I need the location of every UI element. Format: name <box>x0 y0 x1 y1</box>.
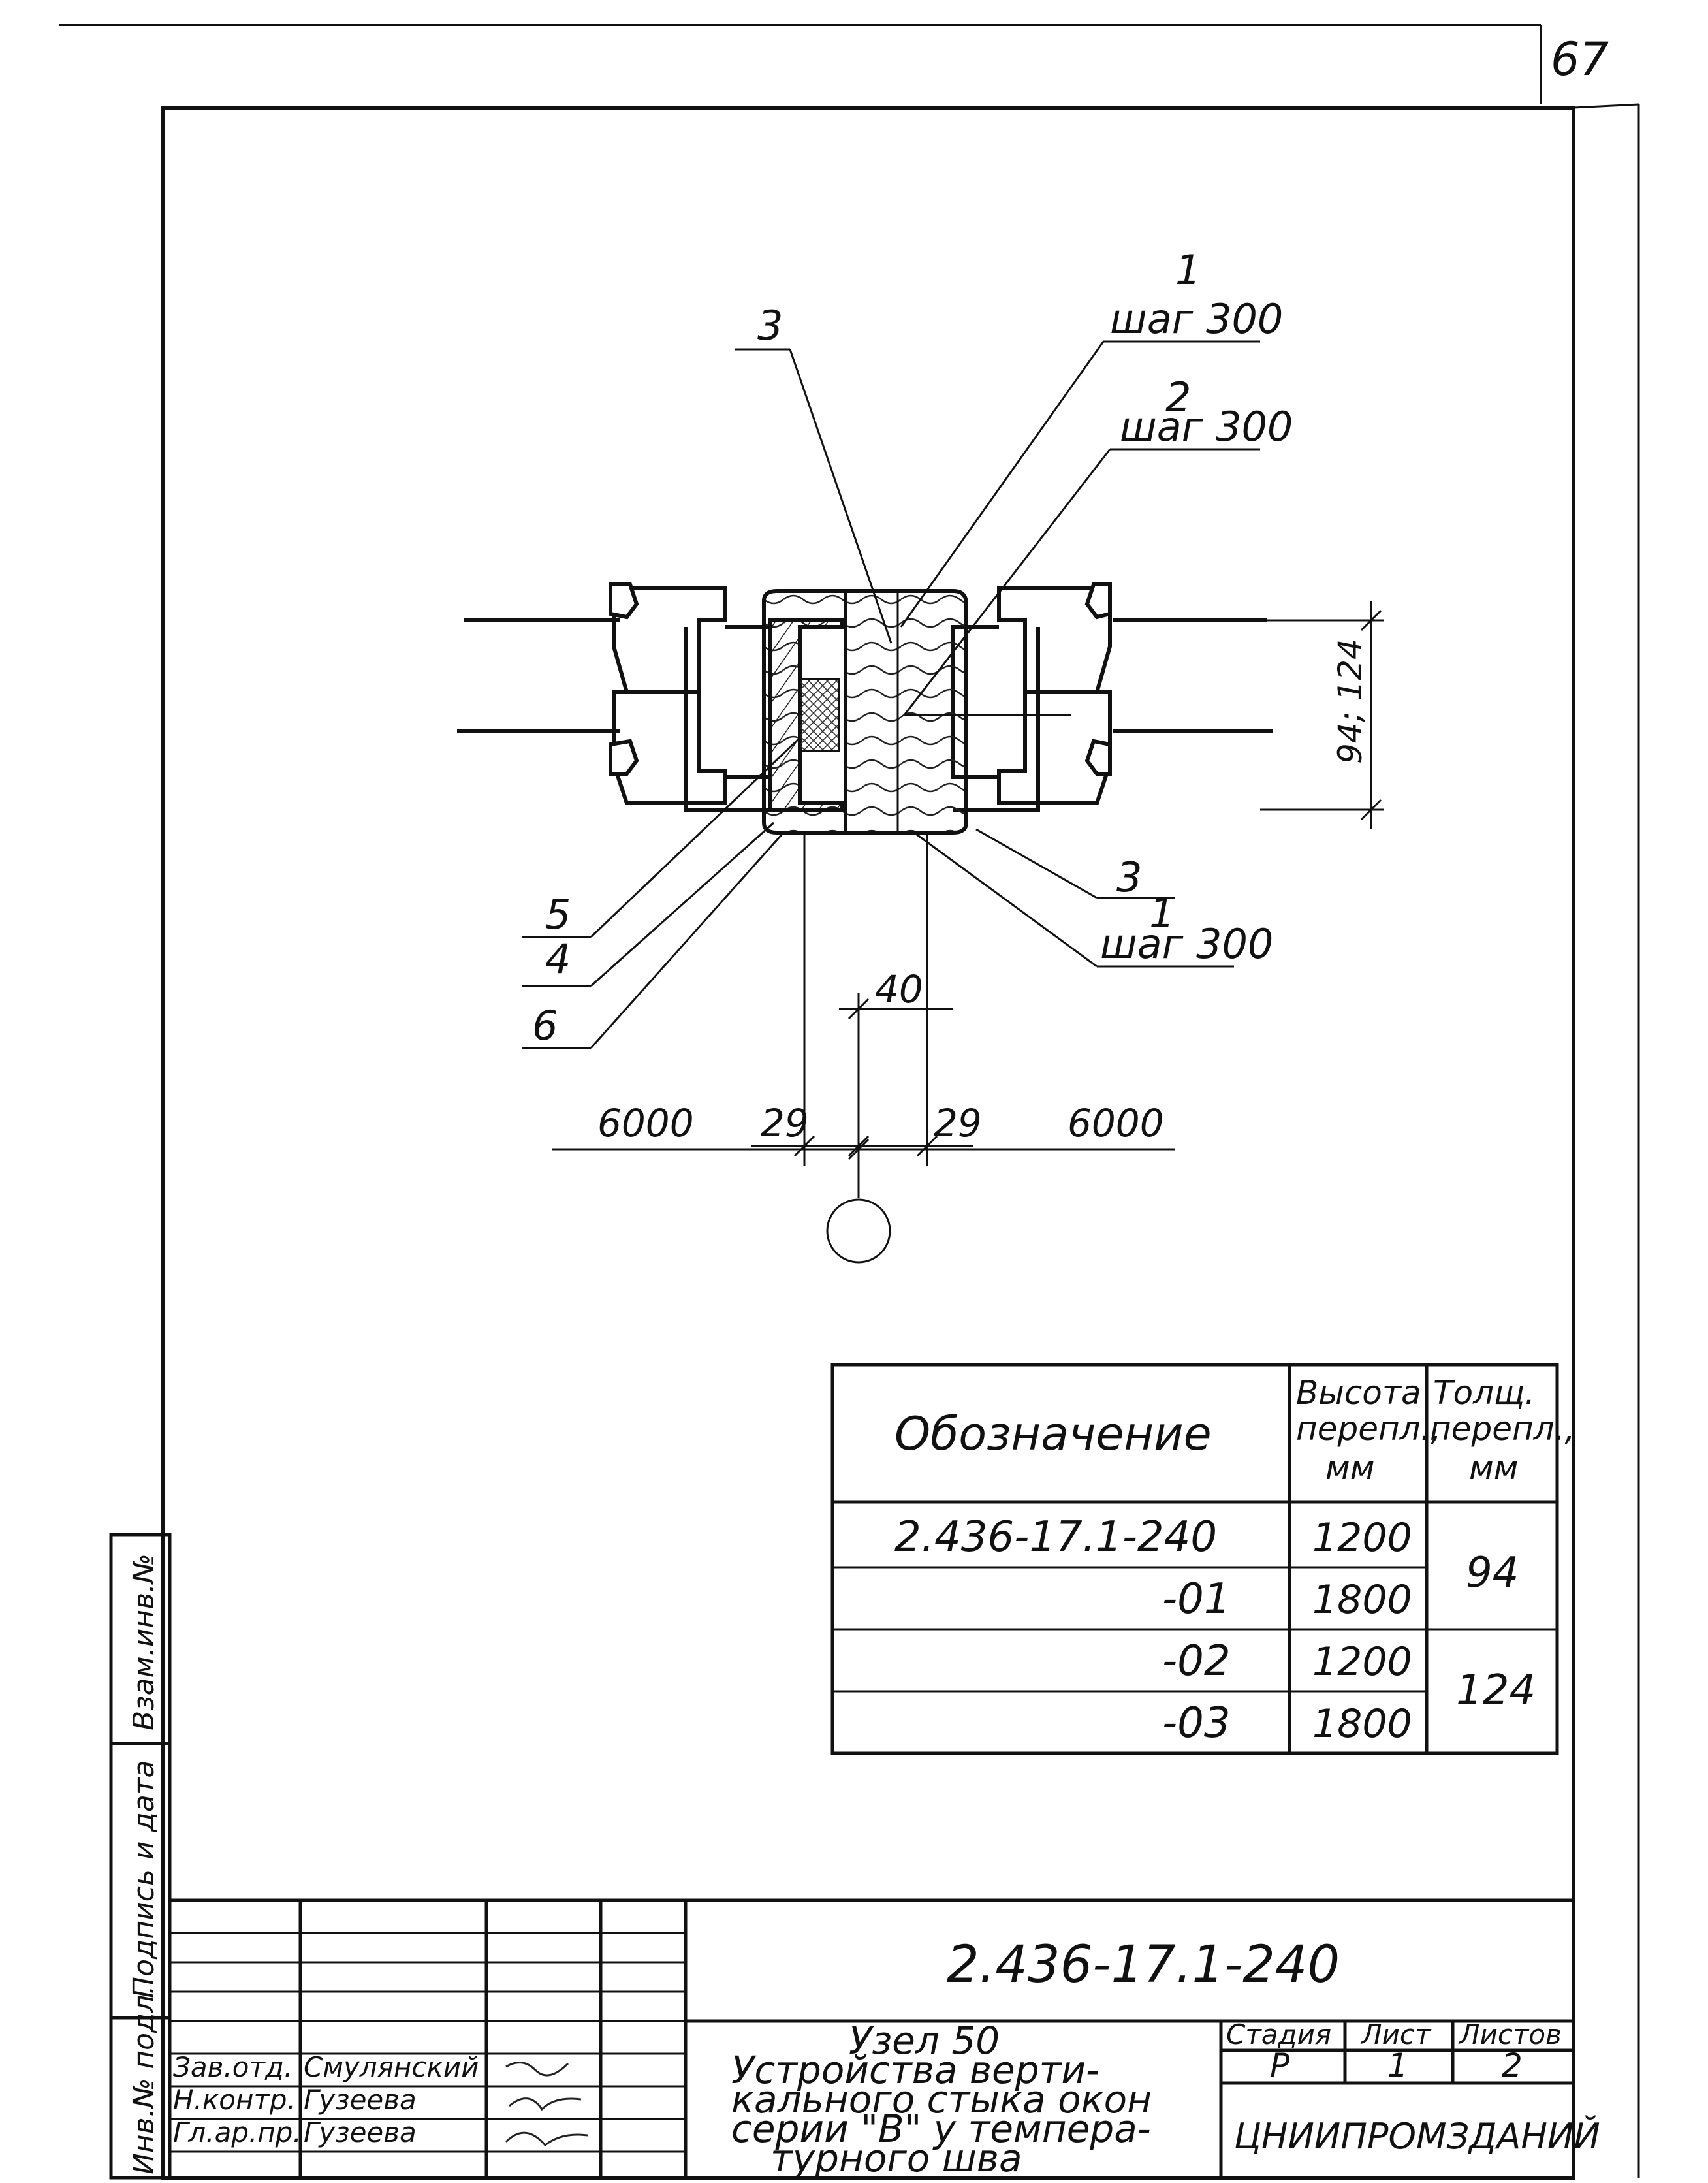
callout-2-step: шаг 300 <box>1120 403 1293 451</box>
table-header-thickness-1: Толщ. <box>1433 1374 1535 1412</box>
callout-1-bottom: 1 <box>1149 889 1175 937</box>
joint-section-drawing <box>457 340 1384 1264</box>
table-row-height: 1200 <box>1312 1515 1412 1561</box>
callout-labels: 1 шаг 300 2 шаг 300 3 3 1 шаг 300 5 4 6 <box>532 246 1293 1049</box>
drawing-title-line: турного шва <box>770 2136 1022 2180</box>
table-header-height-3: мм <box>1325 1449 1374 1487</box>
table-thickness-group-2: 124 <box>1456 1666 1536 1715</box>
table-header-height-1: Высота <box>1296 1374 1421 1412</box>
sheets-label: Листов <box>1458 2018 1562 2050</box>
table-thickness-group-1: 94 <box>1466 1549 1519 1597</box>
dimension-labels: 94; 124 40 29 29 6000 6000 <box>597 639 1369 1145</box>
drawing-title-line: Устройства верти- <box>731 2048 1099 2092</box>
signature-marks <box>505 2062 588 2147</box>
side-stamp-sign-date: Подпись и дата <box>127 1761 161 1998</box>
drawing-code: 2.436-17.1-240 <box>947 1936 1340 1994</box>
role-label: Зав.отд. <box>173 2051 293 2083</box>
role-label: Гл.ар.пр. <box>173 2116 302 2148</box>
callout-4: 4 <box>545 935 571 983</box>
sheet-label: Лист <box>1360 2018 1432 2050</box>
axis-line <box>552 1138 1175 1264</box>
table-row-designation: -01 <box>1162 1575 1231 1623</box>
sheet-value: 1 <box>1387 2047 1408 2084</box>
dimension-29-left: 29 <box>761 1101 809 1145</box>
table-header-designation: Обозначение <box>894 1407 1212 1461</box>
drawing-title-line: Узел 50 <box>849 2018 1000 2063</box>
role-label: Н.контр. <box>173 2084 296 2116</box>
side-stamp-inv-replace: Взам.инв.№ <box>127 1554 161 1730</box>
table-row-designation: 2.436-17.1-240 <box>894 1513 1217 1561</box>
organization-name: ЦНИИПРОМЗДАНИЙ <box>1234 2116 1600 2157</box>
dimension-6000-left: 6000 <box>597 1101 694 1145</box>
table-row-height: 1800 <box>1312 1701 1412 1747</box>
callout-1-bottom-step: шаг 300 <box>1100 920 1273 968</box>
callout-2: 2 <box>1165 374 1191 421</box>
table-header-thickness-2: перепл., <box>1430 1410 1575 1448</box>
drawing-frame <box>161 103 1640 2180</box>
callout-6: 6 <box>532 1002 558 1049</box>
side-stamp-inv-orig: Инв.№ подл. <box>127 1985 161 2175</box>
drawing-title-line: кального стыка окон <box>731 2077 1152 2122</box>
dimension-6000-right: 6000 <box>1068 1101 1164 1145</box>
axis-marker-circle <box>826 1198 891 1264</box>
callout-1-top: 1 <box>1175 246 1201 294</box>
title-block: 2.436-17.1-240 Узел 50 Устройства верти-… <box>170 1898 1600 2180</box>
role-name: Гузеева <box>304 2116 417 2148</box>
role-name: Смулянский <box>304 2051 479 2083</box>
dimension-40: 40 <box>875 967 923 1012</box>
table-row-designation: -03 <box>1162 1699 1231 1747</box>
callout-3-top: 3 <box>757 302 783 349</box>
role-name: Гузеева <box>304 2084 417 2116</box>
dimension-lines <box>751 601 1384 1198</box>
side-stamp: Взам.инв.№ Подпись и дата Инв.№ подл. <box>109 1533 172 2180</box>
table-row-height: 1800 <box>1312 1577 1412 1623</box>
callout-1-top-step: шаг 300 <box>1110 295 1283 343</box>
dimension-height: 94; 124 <box>1331 639 1369 764</box>
table-header-thickness-3: мм <box>1469 1449 1518 1487</box>
table-row-height: 1200 <box>1312 1639 1412 1685</box>
table-row-designation: -02 <box>1162 1637 1231 1685</box>
left-frame-profile <box>457 582 772 812</box>
callout-3-bottom: 3 <box>1116 853 1142 901</box>
dimension-29-right: 29 <box>934 1101 982 1145</box>
spec-table: Обозначение Высота перепл., мм Толщ. пер… <box>830 1363 1575 1755</box>
stage-label: Стадия <box>1226 2018 1331 2050</box>
callout-leaders <box>522 340 1260 1049</box>
table-header-height-2: перепл., <box>1296 1410 1441 1448</box>
wood-insert <box>762 589 968 835</box>
page-number: 67 <box>1551 33 1609 86</box>
sheet-header: 67 <box>59 24 1609 104</box>
right-frame-profile <box>951 582 1273 812</box>
stage-value: Р <box>1270 2047 1290 2084</box>
callout-5: 5 <box>545 891 571 938</box>
drawing-title-line: серии "В" у темпера- <box>731 2107 1151 2151</box>
sheets-value: 2 <box>1502 2047 1523 2084</box>
